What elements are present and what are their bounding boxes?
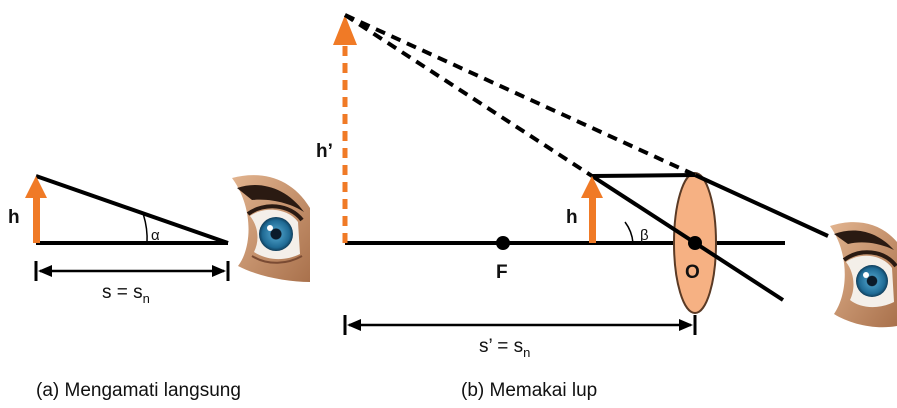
angle-label-b: β <box>640 227 649 244</box>
caption-b: (b) Memakai lup <box>461 380 597 401</box>
angle-arc-b <box>624 221 634 244</box>
virtual-ray-top <box>344 13 696 177</box>
distance-label-a: s = sn <box>102 282 150 306</box>
lens-center-label: O <box>685 262 700 283</box>
lens-center-point <box>688 236 702 250</box>
panel-a: h α s = sn (a) Mengamati langsung <box>8 174 310 401</box>
refracted-ray <box>694 173 829 238</box>
object-arrow-a <box>25 176 47 243</box>
object-arrow-b <box>581 176 603 243</box>
eye-icon <box>232 175 310 282</box>
image-label-b: h’ <box>316 141 333 162</box>
image-arrow-b <box>333 15 357 243</box>
distance-arrow-a <box>34 261 230 281</box>
sight-line-a <box>35 174 229 245</box>
distance-arrow-b <box>343 315 697 335</box>
object-label-a: h <box>8 207 20 228</box>
caption-a: (a) Mengamati langsung <box>36 380 241 401</box>
angle-arc-a <box>142 214 148 244</box>
eye-icon <box>830 222 897 328</box>
focus-point <box>496 236 510 250</box>
virtual-ray-center <box>343 13 594 178</box>
parallel-ray <box>591 173 696 178</box>
distance-label-b: s’ = sn <box>479 336 530 360</box>
angle-label-a: α <box>151 227 160 244</box>
object-label-b: h <box>566 207 578 228</box>
central-ray <box>590 174 785 302</box>
focus-label: F <box>496 262 508 283</box>
panel-b: h’ h β F O s’ = sn (b) Memakai lup <box>316 13 897 401</box>
